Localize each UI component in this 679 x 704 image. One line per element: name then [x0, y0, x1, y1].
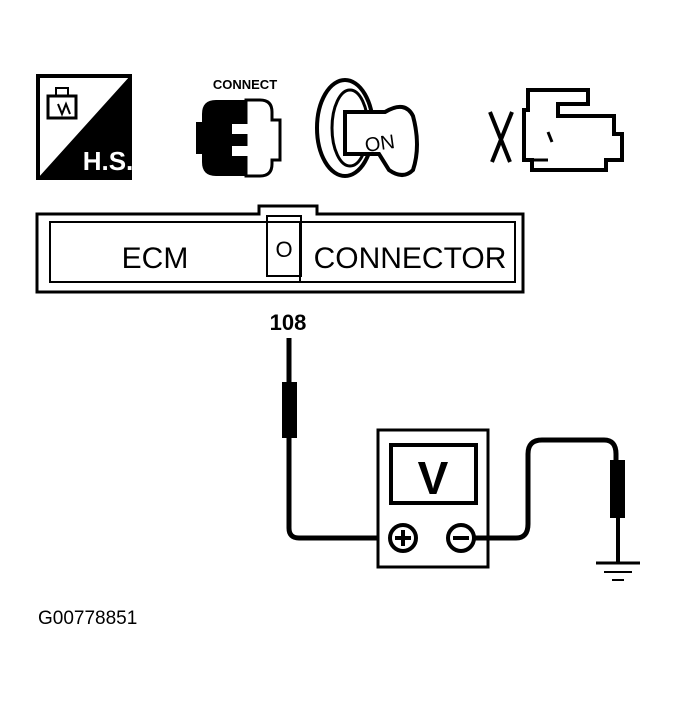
- connector-right-label: CONNECTOR: [314, 242, 507, 275]
- hs-label: H.S.: [83, 146, 134, 176]
- meter-display: V: [418, 452, 449, 504]
- harness-sensor-icon: H.S.: [36, 74, 134, 180]
- ground-icon: [596, 518, 640, 581]
- connector-pin-symbol: O: [275, 237, 292, 262]
- negative-terminal-icon: [446, 523, 476, 553]
- positive-terminal-icon: [388, 523, 418, 553]
- negative-probe-lead: [474, 437, 625, 541]
- ecm-connector: ECM O CONNECTOR: [35, 204, 525, 294]
- connect-connector-icon: CONNECT: [196, 77, 282, 178]
- ignition-key-on-icon: ON: [315, 78, 419, 178]
- terminal-number: 108: [270, 310, 307, 335]
- engine-off-icon: [488, 88, 624, 172]
- positive-probe-lead: [282, 338, 379, 541]
- connect-label: CONNECT: [213, 77, 277, 92]
- voltmeter: V: [376, 428, 490, 569]
- ignition-on-label: ON: [363, 131, 396, 157]
- connector-left-label: ECM: [122, 242, 189, 275]
- figure-id: G00778851: [38, 608, 138, 629]
